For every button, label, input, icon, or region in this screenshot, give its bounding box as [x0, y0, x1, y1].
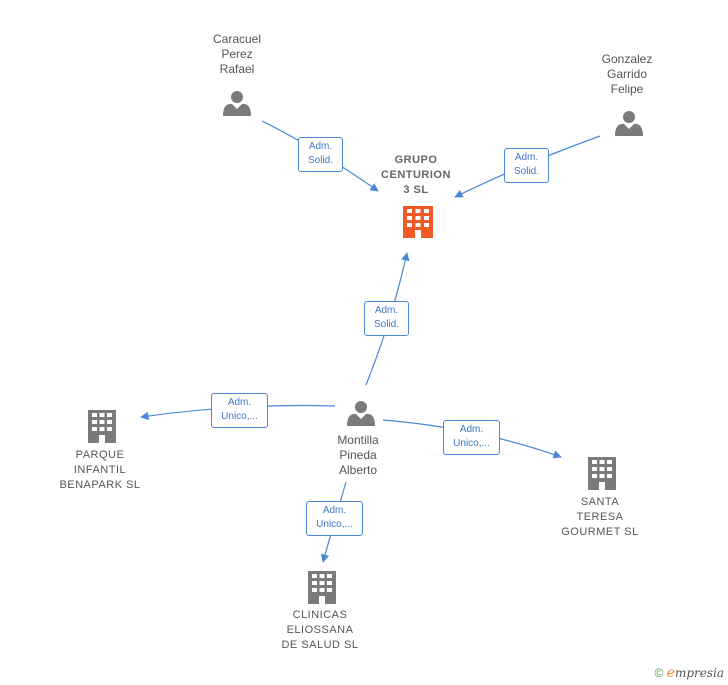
- node-label-caracuel[interactable]: Caracuel Perez Rafael: [212, 32, 262, 76]
- brand-initial: e: [666, 665, 675, 681]
- person-icon[interactable]: [223, 91, 251, 116]
- building-icon[interactable]: [88, 410, 116, 443]
- building-icon[interactable]: [403, 206, 433, 238]
- building-icon[interactable]: [588, 457, 616, 490]
- brand-name: mpresia: [674, 666, 724, 680]
- edge-label-montilla-santa[interactable]: Adm. Unico,...: [443, 420, 500, 455]
- edge-label-montilla-clinicas[interactable]: Adm. Unico,...: [306, 501, 363, 536]
- edge-label-caracuel-grupo[interactable]: Adm. Solid.: [298, 137, 343, 172]
- person-icon[interactable]: [615, 111, 643, 136]
- node-label-parque-infantil[interactable]: PARQUE INFANTIL BENAPARK SL: [59, 449, 141, 491]
- empresia-logo: © empresia: [654, 665, 724, 681]
- edge-label-gonzalez-grupo[interactable]: Adm. Solid.: [504, 148, 549, 183]
- building-icon[interactable]: [308, 571, 336, 604]
- node-label-gonzalez[interactable]: Gonzalez Garrido Felipe: [601, 52, 653, 96]
- node-label-clinicas[interactable]: CLINICAS ELIOSSANA DE SALUD SL: [281, 609, 359, 651]
- node-label-santa-teresa[interactable]: SANTA TERESA GOURMET SL: [561, 496, 639, 538]
- edge-label-montilla-grupo[interactable]: Adm. Solid.: [364, 301, 409, 336]
- node-label-grupo-centurion[interactable]: GRUPO CENTURION 3 SL: [381, 154, 451, 196]
- copyright-symbol: ©: [654, 666, 664, 680]
- node-label-montilla[interactable]: Montilla Pineda Alberto: [337, 433, 379, 477]
- person-icon[interactable]: [347, 401, 375, 426]
- edge-label-montilla-parque[interactable]: Adm. Unico,...: [211, 393, 268, 428]
